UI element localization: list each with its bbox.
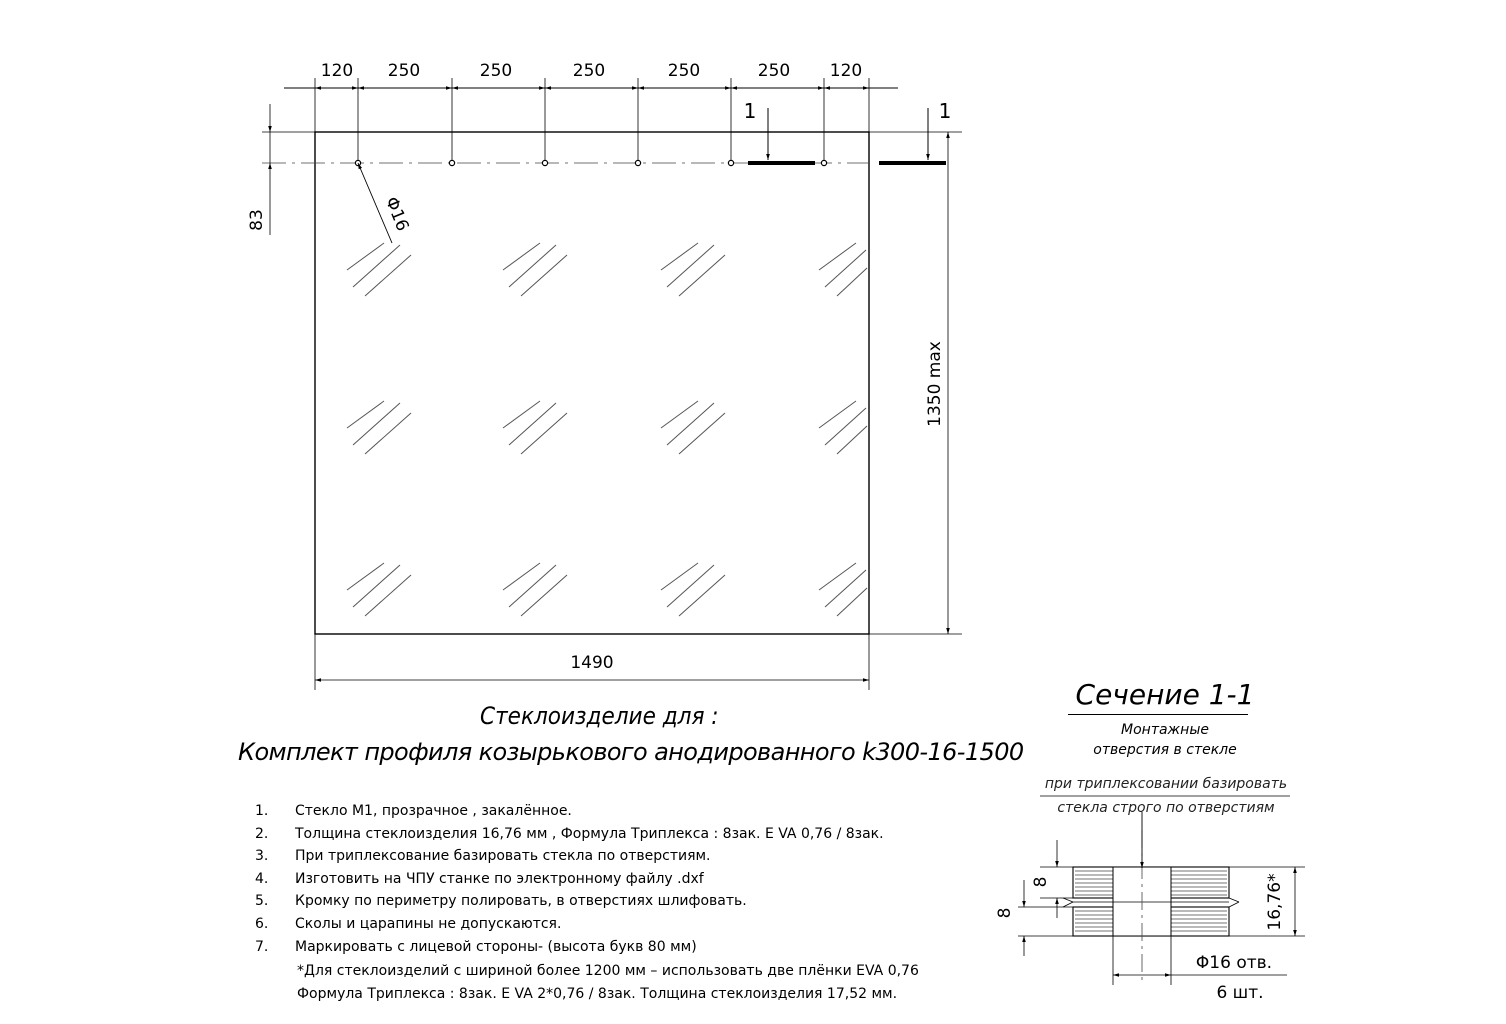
mounting-holes (354, 159, 828, 167)
height-dimension (869, 131, 962, 635)
dim-top-3: 250 (480, 61, 512, 81)
hole-5 (727, 159, 735, 167)
cut-mark-right: 1 (939, 99, 952, 123)
section-title: Сечение 1-1 (1075, 678, 1255, 711)
dim-width: 1490 (570, 653, 613, 673)
note-item: 3. При триплексование базировать стекла п… (255, 845, 1015, 868)
note-text: Маркировать с лицевой стороны- (высота б… (295, 938, 697, 955)
dim-top-layer: 8 (1031, 877, 1051, 888)
section-hole-dim (1112, 936, 1287, 985)
top-extension-lines (314, 78, 870, 160)
hole-4 (634, 159, 642, 167)
dim-top-7: 120 (830, 61, 862, 81)
product-title-line2: Комплект профиля козырькового анодирован… (238, 738, 1024, 766)
note-text: Сколы и царапины не допускаются. (295, 915, 562, 932)
dim-top-4: 250 (573, 61, 605, 81)
section-right-dims (1228, 866, 1305, 937)
hole-diameter-leader (357, 162, 393, 244)
dim-bottom-layer: 8 (995, 908, 1015, 919)
plan-view-labels: 120 250 250 250 250 250 120 1490 1350 ma… (247, 61, 951, 673)
note-text: Кромку по периметру полировать, в отверс… (295, 893, 747, 910)
dim-top-1: 120 (321, 61, 353, 81)
section-title-underline (1068, 714, 1248, 715)
note-item: 7. Маркировать с лицевой стороны- (высота… (255, 936, 1015, 959)
dim-total-thickness: 16,76* (1265, 873, 1285, 930)
section-subtitle-line1: Монтажные (1121, 722, 1209, 738)
note-text: При триплексование базировать стекла по … (295, 848, 711, 865)
section-hole-count: 6 шт. (1216, 983, 1263, 1003)
hole-offset-dimension (262, 104, 315, 235)
glass-hatching (346, 242, 868, 617)
note-text: Толщина стеклоизделия 16,76 мм , Формула… (295, 825, 884, 842)
note-number: 6. (255, 915, 269, 932)
note-number: 7. (255, 938, 269, 955)
note-text: Стекло М1, прозрачное , закалённое. (295, 803, 572, 819)
section-hole-label: Φ16 отв. (1196, 953, 1272, 973)
hole-2 (448, 159, 456, 167)
technical-notes: 1. Стекло М1, прозрачное , закалённое. 2.… (255, 800, 1015, 1005)
plan-view (262, 78, 962, 690)
note-item: 6. Сколы и царапины не допускаются. (255, 913, 1015, 936)
hole-6 (820, 159, 828, 167)
section-cut-marks (748, 108, 946, 165)
note-continuation: Формула Триплекса : 8зак. E VA 2*0,76 / … (297, 985, 898, 1002)
note-item: 4. Изготовить на ЧПУ станке по электронн… (255, 868, 1015, 891)
dim-top-6: 250 (758, 61, 790, 81)
cut-mark-left: 1 (744, 99, 757, 123)
section-hatching (1075, 870, 1227, 932)
dim-top-2: 250 (388, 61, 420, 81)
glass-outline (314, 131, 870, 635)
section-labels: 8 8 16,76* Φ16 отв. 6 шт. (995, 873, 1285, 1003)
note-number: 3. (255, 848, 269, 865)
hole-3 (541, 159, 549, 167)
section-left-dims (1018, 840, 1074, 956)
note-number: 2. (255, 825, 269, 842)
dim-hole-offset: 83 (247, 209, 267, 231)
note-number: 4. (255, 870, 269, 887)
dim-height: 1350 max (925, 341, 945, 427)
dim-top-5: 250 (668, 61, 700, 81)
product-title-line1: Стеклоизделие для : (480, 702, 719, 730)
note-continuation: *Для стеклоизделий с шириной более 1200 … (297, 963, 919, 980)
section-note-line1: при триплексовании базировать (1044, 776, 1288, 792)
note-item: 1. Стекло М1, прозрачное , закалённое. (255, 800, 1015, 823)
section-subtitle-line2: отверстия в стекле (1093, 742, 1237, 758)
width-dimension (314, 634, 870, 690)
section-note-line2: стекла строго по отверстиям (1057, 800, 1275, 816)
note-item: 5. Кромку по периметру полировать, в отве… (255, 890, 1015, 913)
note-number: 5. (255, 893, 269, 910)
note-item: 2. Толщина стеклоизделия 16,76 мм , Форм… (255, 823, 1015, 846)
section-view (1018, 795, 1305, 985)
note-text: Изготовить на ЧПУ станке по электронному… (295, 870, 704, 887)
section-subtitle: Монтажные отверстия в стекле (1060, 720, 1270, 760)
note-number: 1. (255, 803, 269, 819)
